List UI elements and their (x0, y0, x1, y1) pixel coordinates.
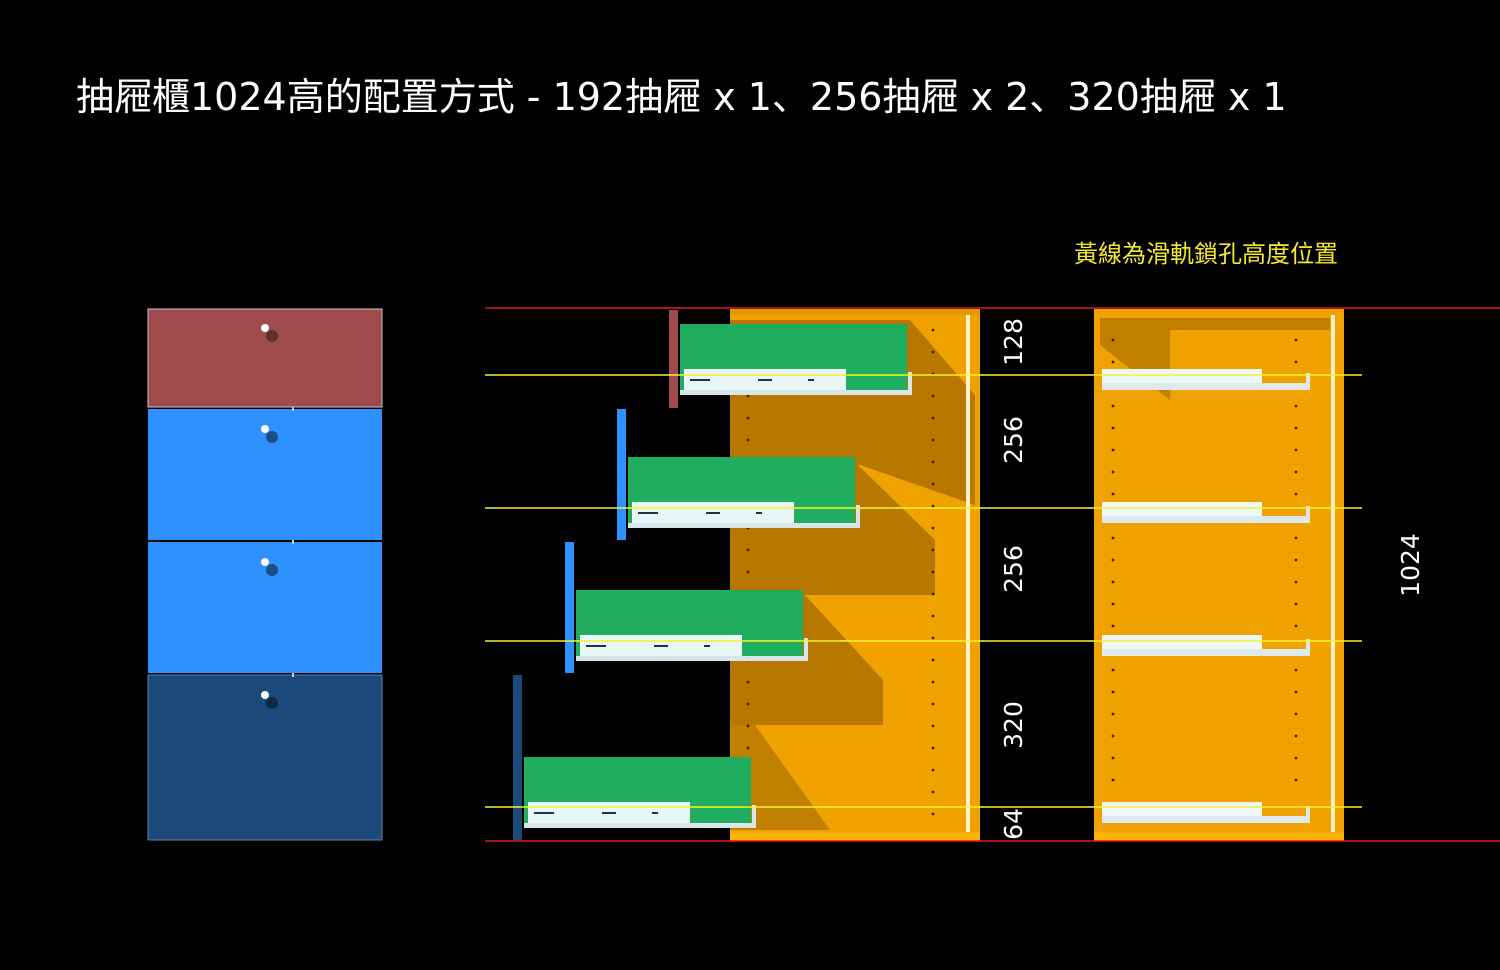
slide-rail (1102, 369, 1310, 390)
red-boundary-lines (485, 307, 1500, 842)
drawer-front-192 (147, 308, 383, 408)
dimension-label-256-a: 256 (999, 416, 1028, 464)
yellow-lock-hole-lines (485, 374, 1362, 808)
dimension-label-128: 128 (999, 318, 1028, 366)
dimension-label-256-b: 256 (999, 545, 1028, 593)
cabinet-front-view (147, 308, 383, 841)
drawer-front-panel (669, 310, 678, 408)
dimension-label-total: 1024 (1396, 533, 1425, 597)
cabinet-side-with-drawers (513, 309, 980, 841)
legend-text: 黃線為滑軌鎖孔高度位置 (1074, 240, 1338, 268)
dimension-label-320: 320 (999, 701, 1028, 749)
slide-rail (1102, 635, 1310, 656)
page-title: 抽屜櫃1024高的配置方式 - 192抽屜 x 1、256抽屜 x 2、320抽… (76, 75, 1287, 119)
knob-icon (261, 691, 278, 709)
dimension-label-64: 64 (999, 808, 1028, 840)
drawer-front-panel (513, 675, 522, 840)
slide-rail (1102, 502, 1310, 523)
slide-rail (1102, 802, 1310, 823)
drawer-front-panel (565, 542, 574, 673)
knob-icon (261, 425, 278, 443)
drawer-side-320 (513, 675, 756, 840)
knob-icon (261, 324, 278, 342)
drawer-side-192 (669, 310, 912, 408)
drawer-front-320 (147, 674, 383, 841)
cabinet-side-panel (1094, 309, 1344, 841)
cabinet-side-slides-only (1094, 309, 1344, 841)
drawer-front-panel (617, 409, 626, 540)
knob-icon (261, 558, 278, 576)
